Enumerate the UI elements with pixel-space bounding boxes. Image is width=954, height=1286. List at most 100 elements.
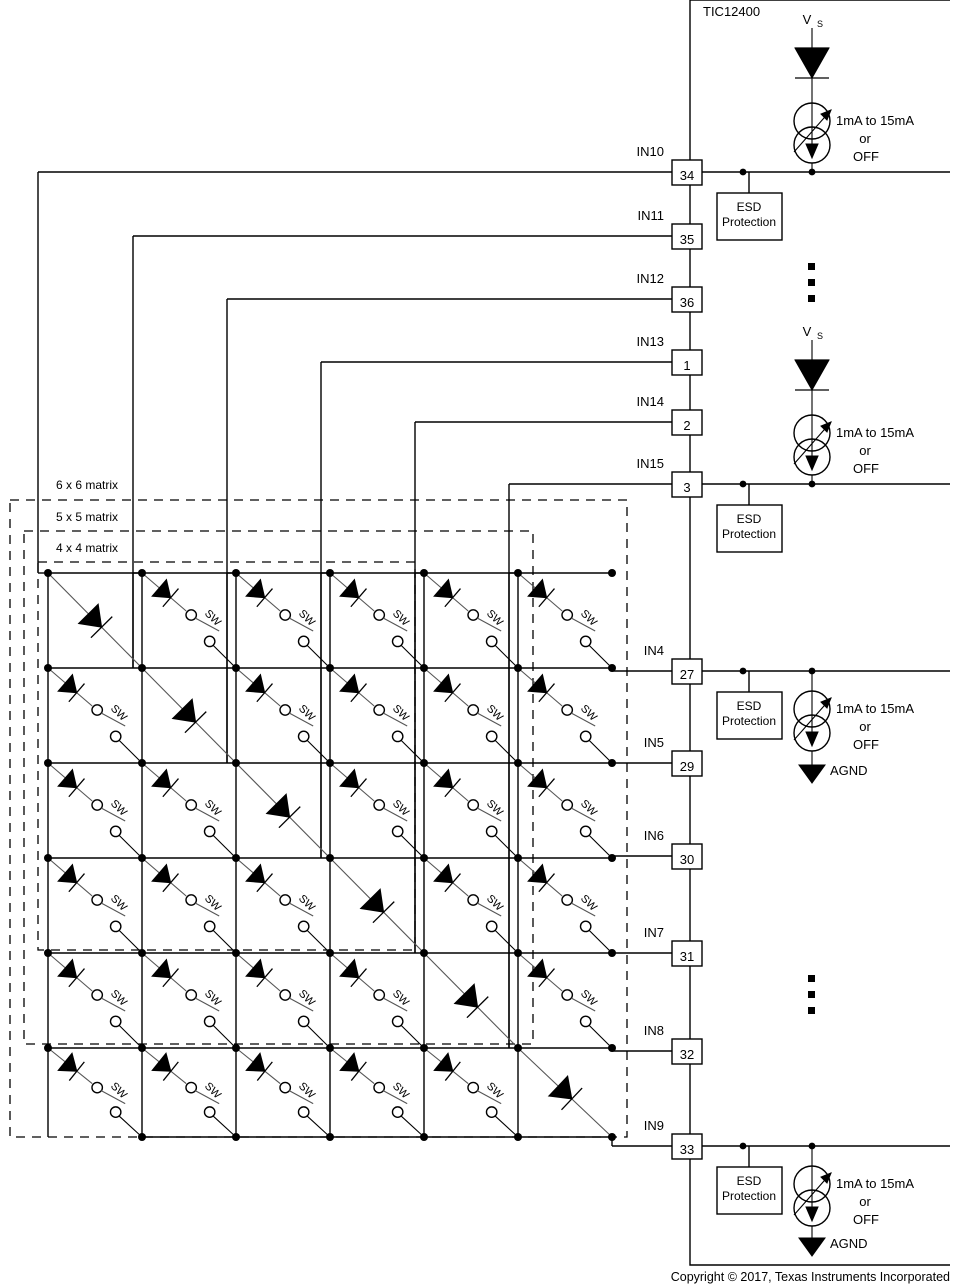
matrix-cell-diagonal-r3c3[interactable] (329, 857, 425, 954)
matrix-cell-switch-r4c3[interactable]: SW (329, 952, 425, 1049)
matrix-cell-switch-r0c1[interactable]: SW (141, 572, 237, 669)
pin-number-29: 29 (680, 759, 694, 774)
pin-row-IN13[interactable]: IN13 1 (321, 334, 703, 376)
matrix-cell-switch-r4c5[interactable]: SW (517, 952, 613, 1049)
switch-label: SW (390, 798, 411, 819)
pin-label-IN7: IN7 (644, 925, 664, 940)
switch-label: SW (296, 893, 317, 914)
matrix-col-terminal (420, 1133, 428, 1141)
pin-number-3: 3 (683, 480, 690, 495)
matrix-node (514, 1044, 522, 1052)
matrix-cell-switch-r5c3[interactable]: SW (329, 1047, 425, 1138)
matrix-cell-switch-r3c0[interactable]: SW (47, 857, 143, 954)
switch-label: SW (296, 988, 317, 1009)
matrix-cell-switch-r2c4[interactable]: SW (423, 762, 519, 859)
pin-row-IN14[interactable]: IN14 2 (415, 394, 703, 436)
pin-row-IN5[interactable]: IN5 29 (644, 735, 703, 777)
matrix-cell-switch-r4c0[interactable]: SW (47, 952, 143, 1049)
matrix-cell-switch-r5c1[interactable]: SW (141, 1047, 237, 1138)
matrix-node (138, 664, 146, 672)
switch-label: SW (390, 608, 411, 629)
matrix-node (420, 664, 428, 672)
matrix-col-terminal (138, 1133, 146, 1141)
column-pin-group: IN10 34 IN11 35 IN12 36 IN13 1 (38, 144, 950, 498)
matrix-cell-switch-r2c5[interactable]: SW (517, 762, 613, 859)
pin-label-IN12: IN12 (637, 271, 664, 286)
matrix-cell-switch-r1c4[interactable]: SW (423, 667, 519, 764)
matrix-cell-switch-r1c0[interactable]: SW (47, 667, 143, 764)
matrix-cell-switch-r0c2[interactable]: SW (235, 572, 331, 669)
matrix-cell-switch-r5c0[interactable]: SW (47, 1047, 143, 1138)
matrix-cell-switch-r1c5[interactable]: SW (517, 667, 613, 764)
supply-label-1: V (803, 12, 812, 27)
input-block-pin27: AGND 1mA to 15mA or OFF ESD Protection (716, 667, 914, 784)
pin-row-IN6[interactable]: IN6 30 (644, 828, 703, 870)
matrix-cell-switch-r4c1[interactable]: SW (141, 952, 237, 1049)
matrix-cell-diagonal-r4c4[interactable] (423, 952, 519, 1049)
matrix-cell-switch-r4c2[interactable]: SW (235, 952, 331, 1049)
matrix-cell-switch-r3c4[interactable]: SW (423, 857, 519, 954)
pin-label-IN9: IN9 (644, 1118, 664, 1133)
matrix-node (232, 854, 240, 862)
agnd-label-2: AGND (830, 1236, 868, 1251)
matrix-cell-diagonal-r2c2[interactable] (235, 762, 331, 859)
matrix-node (138, 759, 146, 767)
switch-label: SW (108, 1080, 129, 1101)
pin-label-IN15: IN15 (637, 456, 664, 471)
row-pin-group: IN4 27 IN5 29 IN6 30 IN7 31 IN8 32 IN9 3… (644, 643, 950, 1160)
matrix-row-to-pin-wires (611, 668, 672, 1147)
matrix-cell-switch-r0c4[interactable]: SW (423, 572, 519, 669)
matrix-col-terminal (514, 1133, 522, 1141)
pin-row-IN4[interactable]: IN4 27 (644, 643, 950, 685)
matrix-column-lines (47, 573, 519, 1137)
matrix-cell-switch-r5c4[interactable]: SW (423, 1047, 519, 1138)
current-source-off-3: OFF (853, 737, 879, 752)
switch-label: SW (484, 893, 505, 914)
ellipsis-vertical-1 (808, 263, 815, 302)
esd-label-4-line2: Protection (722, 1189, 776, 1203)
matrix-cell-switch-r2c3[interactable]: SW (329, 762, 425, 859)
esd-label-3-line1: ESD (737, 699, 762, 713)
matrix-cell-diagonal-r0c0[interactable] (47, 572, 143, 669)
matrix-node-dots-group (44, 569, 616, 1141)
matrix-cell-diagonal-r5c5[interactable] (517, 1047, 613, 1138)
pin-row-IN7[interactable]: IN7 31 (644, 925, 703, 967)
switch-label: SW (296, 608, 317, 629)
esd-label-2-line2: Protection (722, 527, 776, 541)
pin-row-IN8[interactable]: IN8 32 (644, 1023, 703, 1065)
matrix-cell-switch-r1c2[interactable]: SW (235, 667, 331, 764)
current-source-range-3: 1mA to 15mA (836, 701, 914, 716)
current-source-or-1: or (859, 131, 871, 146)
current-source-off-2: OFF (853, 461, 879, 476)
switch-label: SW (578, 893, 599, 914)
matrix-node (514, 759, 522, 767)
matrix-node (232, 1044, 240, 1052)
matrix-cell-switch-r3c1[interactable]: SW (141, 857, 237, 954)
matrix-cell-switch-r3c5[interactable]: SW (517, 857, 613, 954)
esd-label-1-line1: ESD (737, 200, 762, 214)
matrix-cell-switch-r0c3[interactable]: SW (329, 572, 425, 669)
pin-row-IN11[interactable]: IN11 35 (133, 208, 703, 250)
current-source-or-3: or (859, 719, 871, 734)
matrix-cell-diagonal-r1c1[interactable] (141, 667, 237, 764)
matrix-node (420, 949, 428, 957)
matrix-node (420, 1044, 428, 1052)
input-block-pin34: V S 1mA to 15mA or OFF ESD Protection (716, 12, 914, 241)
pin-row-IN15[interactable]: IN15 3 (509, 456, 950, 498)
matrix-cell-switch-r3c2[interactable]: SW (235, 857, 331, 954)
matrix-cell-switch-r5c2[interactable]: SW (235, 1047, 331, 1138)
pin-number-30: 30 (680, 852, 694, 867)
matrix-cell-switch-r2c1[interactable]: SW (141, 762, 237, 859)
matrix-cell-switch-r1c3[interactable]: SW (329, 667, 425, 764)
pin-number-33: 33 (680, 1142, 694, 1157)
matrix-cell-switch-r2c0[interactable]: SW (47, 762, 143, 859)
current-source-or-2: or (859, 443, 871, 458)
matrix-col-terminal (608, 1133, 616, 1141)
matrix-node (44, 1044, 52, 1052)
matrix-label-4x4: 4 x 4 matrix (56, 541, 118, 555)
matrix-cell-switch-r0c5[interactable]: SW (517, 572, 613, 669)
pin-row-IN12[interactable]: IN12 36 (227, 271, 703, 313)
esd-label-2-line1: ESD (737, 512, 762, 526)
